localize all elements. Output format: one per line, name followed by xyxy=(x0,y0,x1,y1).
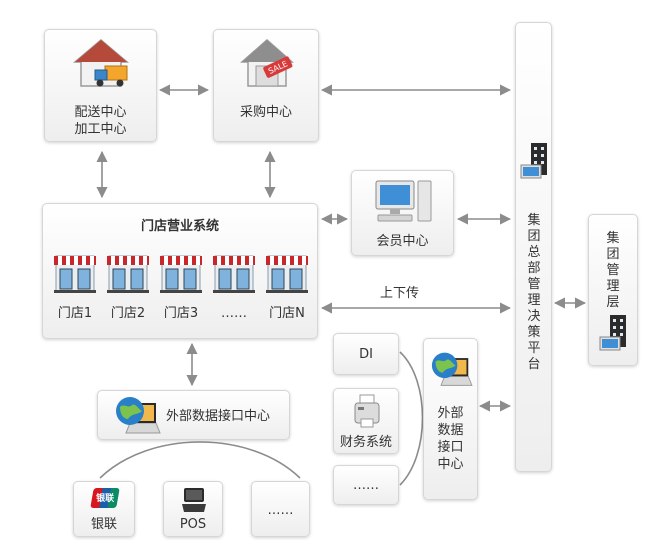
store-system-box[interactable]: 门店营业系统 门店1 门店2 门店3 …… 门店N xyxy=(42,203,318,339)
pos-label: POS xyxy=(179,517,207,532)
distribution-label-2: 加工中心 xyxy=(74,122,127,137)
group-mgmt-label: 集团管理层 xyxy=(606,231,620,310)
store-label: 门店1 xyxy=(57,306,93,321)
di-label: DI xyxy=(359,347,373,362)
hq-platform-label: 集团总部管理决策平台 xyxy=(527,213,541,372)
store-label: 门店N xyxy=(269,306,305,321)
unionpay-logo-text: 银联 xyxy=(96,494,115,504)
store-label: …… xyxy=(221,306,247,321)
hq-platform-box[interactable]: 集团总部管理决策平台 xyxy=(515,22,552,472)
house-truck-icon xyxy=(72,39,130,87)
member-center-box[interactable]: 会员中心 xyxy=(351,170,454,256)
distribution-label-1: 配送中心 xyxy=(74,105,127,120)
store-icon xyxy=(54,255,96,293)
distribution-center-box[interactable]: 配送中心 加工中心 xyxy=(44,29,157,142)
more-right-box[interactable]: …… xyxy=(333,465,399,505)
unionpay-label: 银联 xyxy=(90,517,117,532)
arc-curve-bottom xyxy=(99,441,301,479)
pos-terminal-icon xyxy=(182,488,206,512)
external-center-box[interactable]: 外部数据接口中心 xyxy=(97,390,290,440)
globe-laptop-icon xyxy=(116,397,161,434)
store-icon xyxy=(107,255,149,293)
external-v-box[interactable]: 外部数据接口中心 xyxy=(423,338,478,500)
store-icon xyxy=(213,255,255,293)
store-icon xyxy=(266,255,308,293)
unionpay-logo: 银联 xyxy=(90,488,120,508)
finance-label: 财务系统 xyxy=(339,435,392,450)
building-monitor-icon-2 xyxy=(599,315,626,351)
more-bottom-box[interactable]: …… xyxy=(251,481,310,537)
external-center-label: 外部数据接口中心 xyxy=(166,409,271,424)
store-label: 门店3 xyxy=(163,306,199,321)
group-mgmt-box[interactable]: 集团管理层 xyxy=(588,214,638,366)
finance-box[interactable]: 财务系统 xyxy=(333,388,399,454)
store-system-title: 门店营业系统 xyxy=(140,219,219,234)
building-monitor-icon xyxy=(520,143,547,179)
bracket-curve-right xyxy=(399,351,424,486)
store-icon xyxy=(160,255,202,293)
purchase-center-box[interactable]: SALE 采购中心 xyxy=(213,29,319,142)
more-right-label: …… xyxy=(353,478,379,493)
external-v-label: 外部数据接口中心 xyxy=(437,406,464,472)
purchase-label: 采购中心 xyxy=(239,105,292,120)
computer-icon xyxy=(375,180,432,222)
store-label: 门店2 xyxy=(110,306,146,321)
upload-label: 上下传 xyxy=(380,286,420,301)
globe-laptop-icon-2 xyxy=(431,352,473,386)
di-box[interactable]: DI xyxy=(333,333,399,375)
member-label: 会员中心 xyxy=(376,234,429,249)
unionpay-box[interactable]: 银联 银联 xyxy=(73,481,135,537)
more-bottom-label: …… xyxy=(267,503,294,518)
printer-icon xyxy=(354,394,380,428)
pos-box[interactable]: POS xyxy=(163,481,223,537)
house-sale-icon: SALE xyxy=(240,39,294,87)
